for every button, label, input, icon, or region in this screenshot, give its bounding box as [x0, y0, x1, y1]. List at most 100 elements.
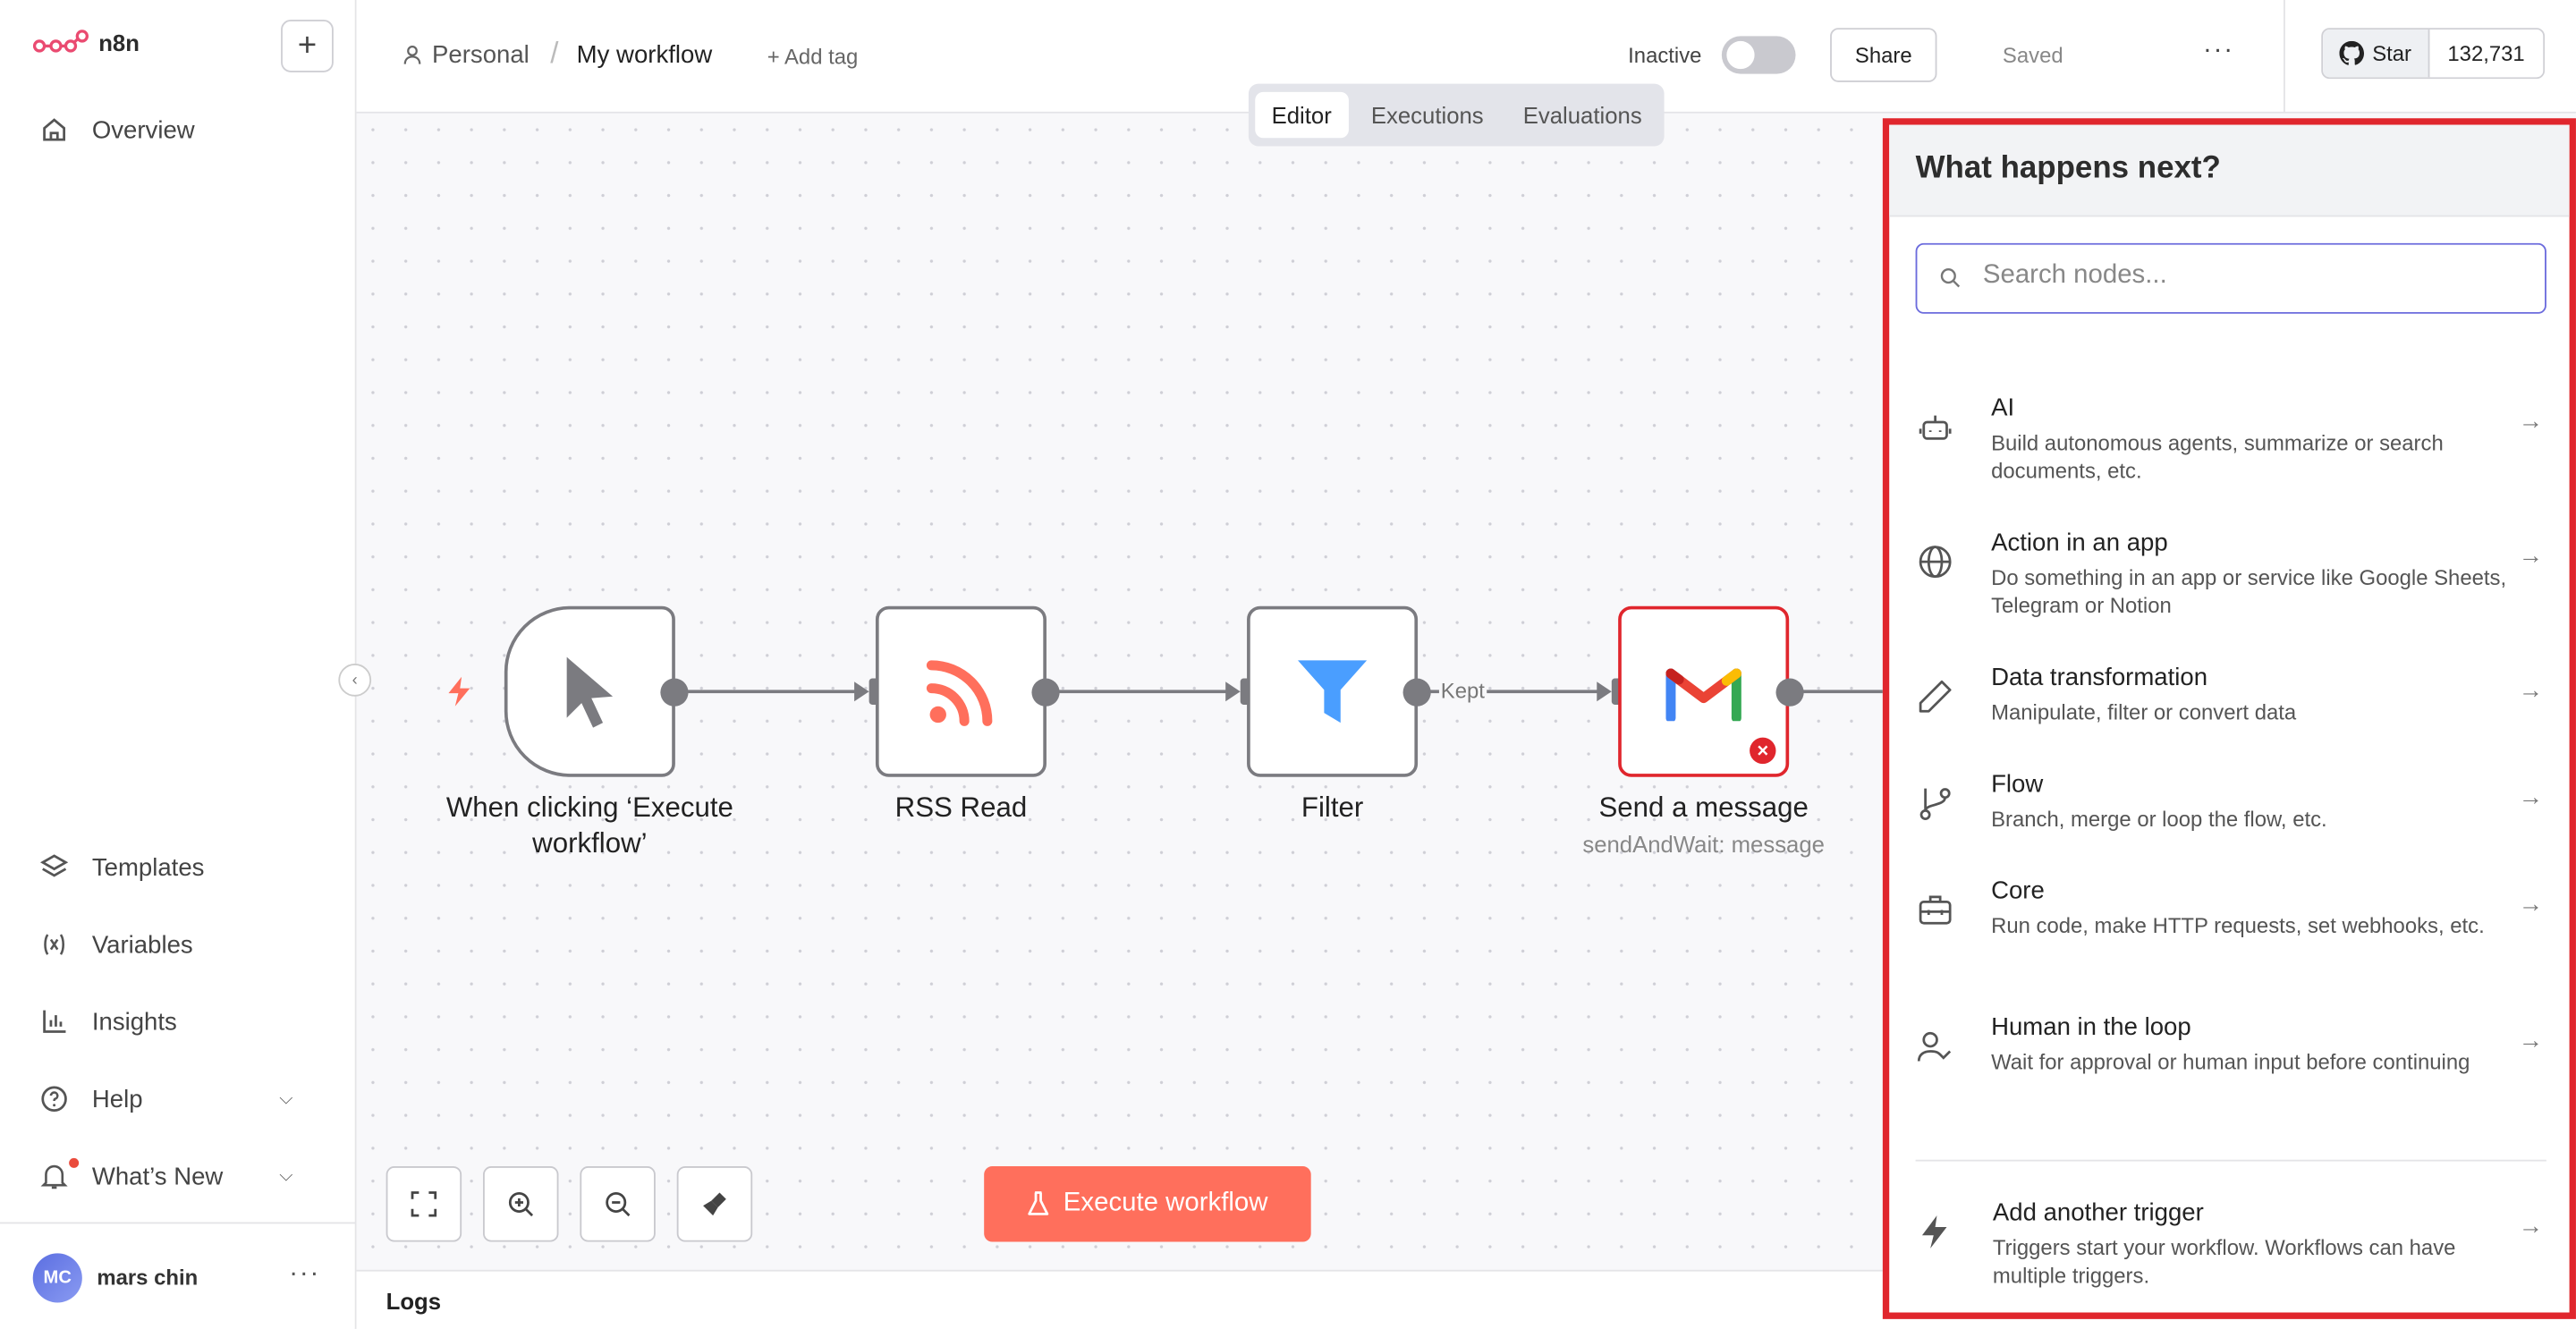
sidebar-collapse-button[interactable]: ‹ — [338, 664, 372, 697]
n8n-logo[interactable]: n8n — [32, 30, 140, 55]
gmail-icon — [1665, 668, 1741, 722]
category-description: Triggers start your workflow. Workflows … — [1992, 1235, 2456, 1288]
breadcrumb-project-label: Personal — [432, 40, 530, 70]
category-description: Build autonomous agents, summarize or se… — [1991, 430, 2444, 483]
zoom-in-icon — [508, 1191, 534, 1217]
node-rss-read[interactable] — [875, 605, 1046, 777]
arrow-right-icon: → — [2518, 783, 2544, 812]
category-description: Manipulate, filter or convert data — [1991, 699, 2297, 724]
sidebar-item-label: Overview — [91, 115, 195, 144]
github-star-button[interactable]: Star — [2323, 30, 2430, 78]
zoom-in-button[interactable] — [482, 1166, 559, 1242]
search-icon — [1940, 268, 1961, 288]
sidebar: n8n + Overview Templates Variables Insig… — [0, 0, 357, 1329]
zoom-out-button[interactable] — [580, 1166, 656, 1242]
avatar[interactable]: MC — [32, 1253, 82, 1303]
create-button[interactable]: + — [281, 20, 334, 72]
notification-dot — [69, 1157, 80, 1168]
tidy-up-icon — [703, 1192, 726, 1216]
sidebar-item-templates[interactable]: Templates — [39, 852, 204, 882]
more-options-button[interactable]: ··· — [2203, 36, 2234, 64]
arrow-right-icon: → — [2518, 676, 2544, 705]
connection-arrow — [1225, 681, 1241, 702]
tab-editor[interactable]: Editor — [1255, 91, 1349, 139]
add-tag-button[interactable]: + Add tag — [767, 44, 859, 70]
insights-icon — [43, 1010, 66, 1033]
logs-label: Logs — [386, 1287, 442, 1315]
node-creator-panel: What happens next? AI Build autonomous a… — [1882, 118, 2576, 1319]
tidy-up-button[interactable] — [676, 1166, 753, 1242]
user-check-icon — [1917, 1031, 1952, 1062]
trigger-bolt-icon — [448, 676, 470, 707]
connection-arrow — [1597, 681, 1612, 702]
github-star-widget[interactable]: Star 132,731 — [2321, 28, 2545, 80]
variables-icon — [44, 934, 64, 955]
output-port[interactable] — [1775, 678, 1804, 707]
connection — [1428, 690, 1600, 694]
sidebar-item-label: Insights — [91, 1007, 177, 1037]
category-description: Branch, merge or loop the flow, etc. — [1991, 806, 2327, 832]
chevron-down-icon: ⌵ — [279, 1165, 293, 1186]
arrow-right-icon: → — [2518, 1212, 2544, 1240]
rss-icon — [926, 660, 993, 726]
robot-icon — [1919, 415, 1952, 440]
user-menu-button[interactable]: ··· — [289, 1259, 321, 1288]
globe-icon — [1919, 546, 1952, 579]
node-filter[interactable] — [1247, 605, 1419, 777]
category-description: Run code, make HTTP requests, set webhoo… — [1991, 913, 2485, 938]
arrow-right-icon: → — [2518, 542, 2544, 571]
fit-view-button[interactable] — [386, 1166, 462, 1242]
arrow-right-icon: → — [2518, 407, 2544, 436]
category-title: Flow — [1991, 770, 2044, 799]
zoom-out-icon — [606, 1191, 631, 1217]
connection-arrow — [854, 681, 869, 702]
branch-icon — [1919, 788, 1951, 820]
sidebar-item-overview[interactable]: Overview — [39, 115, 195, 145]
breadcrumb-project[interactable]: Personal — [402, 41, 530, 69]
node-manual-trigger[interactable] — [504, 605, 675, 777]
execute-workflow-label: Execute workflow — [1063, 1189, 1268, 1217]
node-label: When clicking ‘Execute workflow’ — [445, 791, 733, 859]
share-button[interactable]: Share — [1830, 28, 1937, 82]
chevron-down-icon: ⌵ — [279, 1088, 293, 1108]
search-input[interactable] — [1982, 261, 2509, 292]
node-send-message[interactable]: × — [1618, 605, 1790, 777]
view-tabs: Editor Executions Evaluations — [1248, 83, 1665, 147]
arrow-right-icon: → — [2518, 1026, 2544, 1055]
category-title: AI — [1991, 394, 2015, 423]
category-title: Action in an app — [1991, 529, 2168, 557]
output-port[interactable] — [1402, 678, 1431, 707]
user-icon — [403, 46, 421, 64]
sidebar-item-label: Help — [91, 1085, 143, 1113]
workflow-name[interactable]: My workflow — [576, 40, 713, 70]
active-toggle[interactable] — [1721, 36, 1796, 74]
category-title: Core — [1991, 876, 2045, 906]
output-port[interactable] — [660, 678, 689, 707]
status-label: Inactive — [1628, 42, 1702, 68]
filter-icon — [1297, 660, 1368, 724]
error-icon: × — [1750, 737, 1776, 765]
search-field[interactable] — [1915, 242, 2546, 314]
sidebar-item-variables[interactable]: Variables — [39, 930, 193, 960]
github-star-label: Star — [2372, 40, 2411, 66]
n8n-logo-icon — [32, 30, 89, 53]
tab-executions[interactable]: Executions — [1370, 101, 1484, 129]
connection — [1801, 690, 1885, 694]
flask-icon — [1028, 1191, 1049, 1215]
sidebar-item-help[interactable]: Help ⌵ — [39, 1084, 293, 1113]
output-port[interactable] — [1031, 678, 1060, 707]
node-label: RSS Read — [894, 791, 1028, 824]
sidebar-item-whats-new[interactable]: What’s New ⌵ — [39, 1157, 293, 1191]
node-label: Filter — [1301, 791, 1364, 824]
templates-icon — [39, 854, 69, 877]
pencil-icon — [1919, 680, 1952, 713]
toolbox-icon — [1919, 895, 1952, 925]
execute-workflow-button[interactable]: Execute workflow — [984, 1166, 1311, 1242]
tab-evaluations[interactable]: Evaluations — [1522, 101, 1642, 129]
sidebar-item-insights[interactable]: Insights — [39, 1007, 177, 1037]
category-title: Human in the loop — [1991, 1013, 2191, 1042]
panel-divider — [1915, 1159, 2546, 1162]
sidebar-item-label: Templates — [91, 853, 205, 882]
connection-label: Kept — [1438, 678, 1487, 704]
connection — [686, 690, 858, 694]
